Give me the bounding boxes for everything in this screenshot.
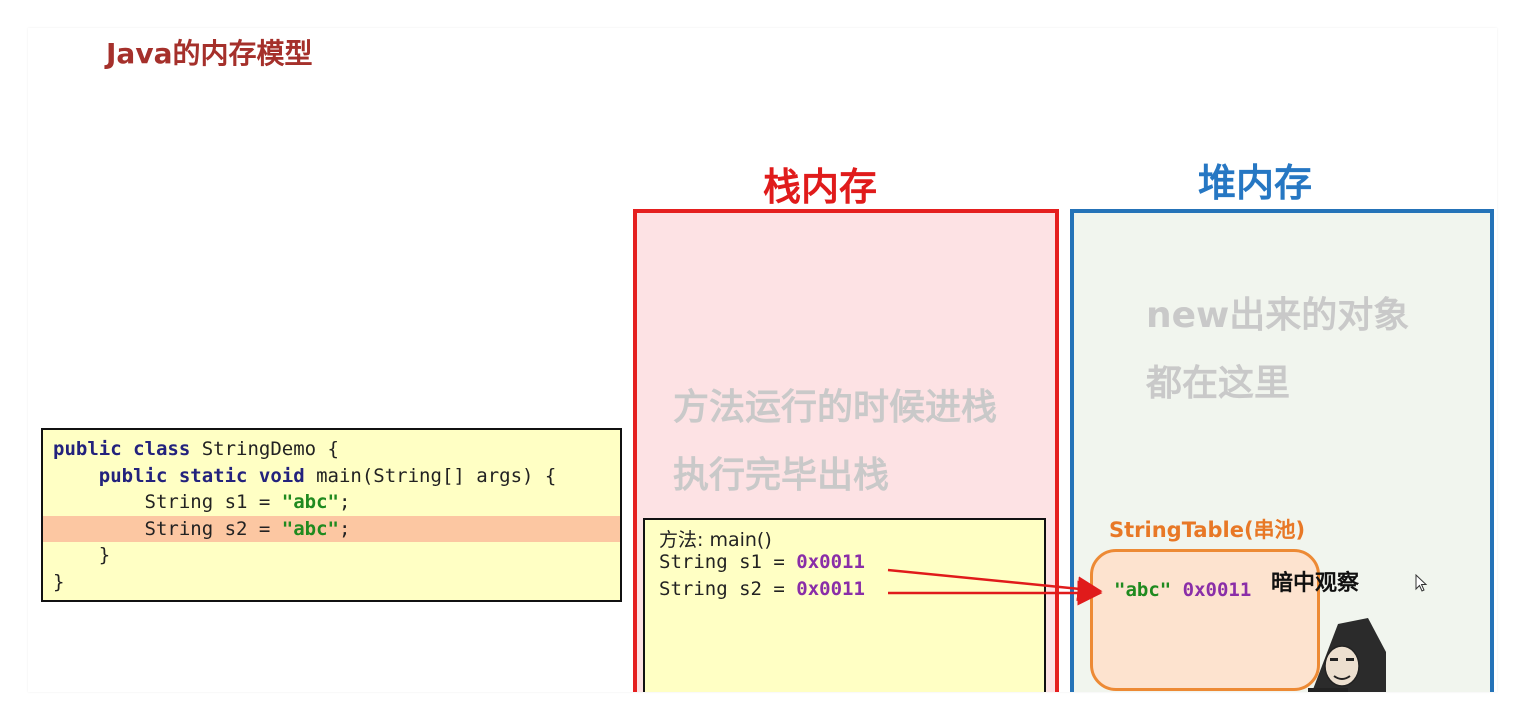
code-line: String s1 = "abc"; xyxy=(43,489,620,515)
var-s1-address: 0x0011 xyxy=(796,551,865,573)
var-s2-address: 0x0011 xyxy=(796,578,865,600)
reference-arrows xyxy=(887,568,1103,606)
code-string: "abc" xyxy=(281,491,339,513)
code-keyword: public static void xyxy=(98,464,305,487)
code-text: } xyxy=(53,570,65,593)
code-text: ; xyxy=(338,517,351,540)
string-pool xyxy=(1090,549,1320,691)
code-text: StringDemo { xyxy=(190,438,339,460)
code-text: String s2 = xyxy=(53,517,282,540)
var-s1-decl: String s1 = xyxy=(659,551,797,573)
slide: Java的内存模型 public class StringDemo { publ… xyxy=(28,28,1497,692)
code-line: } xyxy=(43,542,620,568)
meme-face-icon xyxy=(1308,618,1386,692)
code-line: public class StringDemo { xyxy=(43,436,620,462)
observe-annotation: 暗中观察 xyxy=(1271,571,1360,596)
frame-var-s1: String s1 = 0x0011 xyxy=(659,550,865,574)
pool-entry: "abc" 0x0011 xyxy=(1114,579,1251,601)
stack-hint-line2: 执行完毕出栈 xyxy=(673,455,890,496)
main-stack-frame: 方法: main() String s1 = 0x0011 String s2 … xyxy=(643,518,1046,692)
pool-entry-address: 0x0011 xyxy=(1182,579,1252,601)
code-string: "abc" xyxy=(281,517,339,540)
code-keyword: public class xyxy=(53,438,191,460)
frame-var-s2: String s2 = 0x0011 xyxy=(659,577,865,601)
var-s2-decl: String s2 = xyxy=(659,578,797,600)
heap-hint-line1: new出来的对象 xyxy=(1146,295,1410,336)
code-line: } xyxy=(43,569,620,595)
code-block: public class StringDemo { public static … xyxy=(41,428,622,602)
stack-memory-title: 栈内存 xyxy=(763,165,878,209)
arrow-icon xyxy=(887,568,1103,602)
string-table-label: StringTable(串池) xyxy=(1109,518,1306,542)
frame-method-label: 方法: main() xyxy=(659,529,772,551)
code-text: String s1 = xyxy=(53,491,282,513)
code-line: public static void main(String[] args) { xyxy=(43,463,620,489)
code-text: } xyxy=(53,544,111,566)
pool-entry-value: "abc" xyxy=(1114,579,1172,601)
heap-memory-title: 堆内存 xyxy=(1198,161,1313,205)
slide-title: Java的内存模型 xyxy=(106,37,313,70)
code-text: main(String[] args) { xyxy=(304,464,557,487)
stack-hint-line1: 方法运行的时候进栈 xyxy=(673,387,998,428)
code-text: ; xyxy=(338,491,351,513)
mouse-cursor-icon xyxy=(1415,574,1428,592)
code-line: String s2 = "abc"; xyxy=(43,515,620,542)
heap-hint-line2: 都在这里 xyxy=(1146,363,1291,404)
